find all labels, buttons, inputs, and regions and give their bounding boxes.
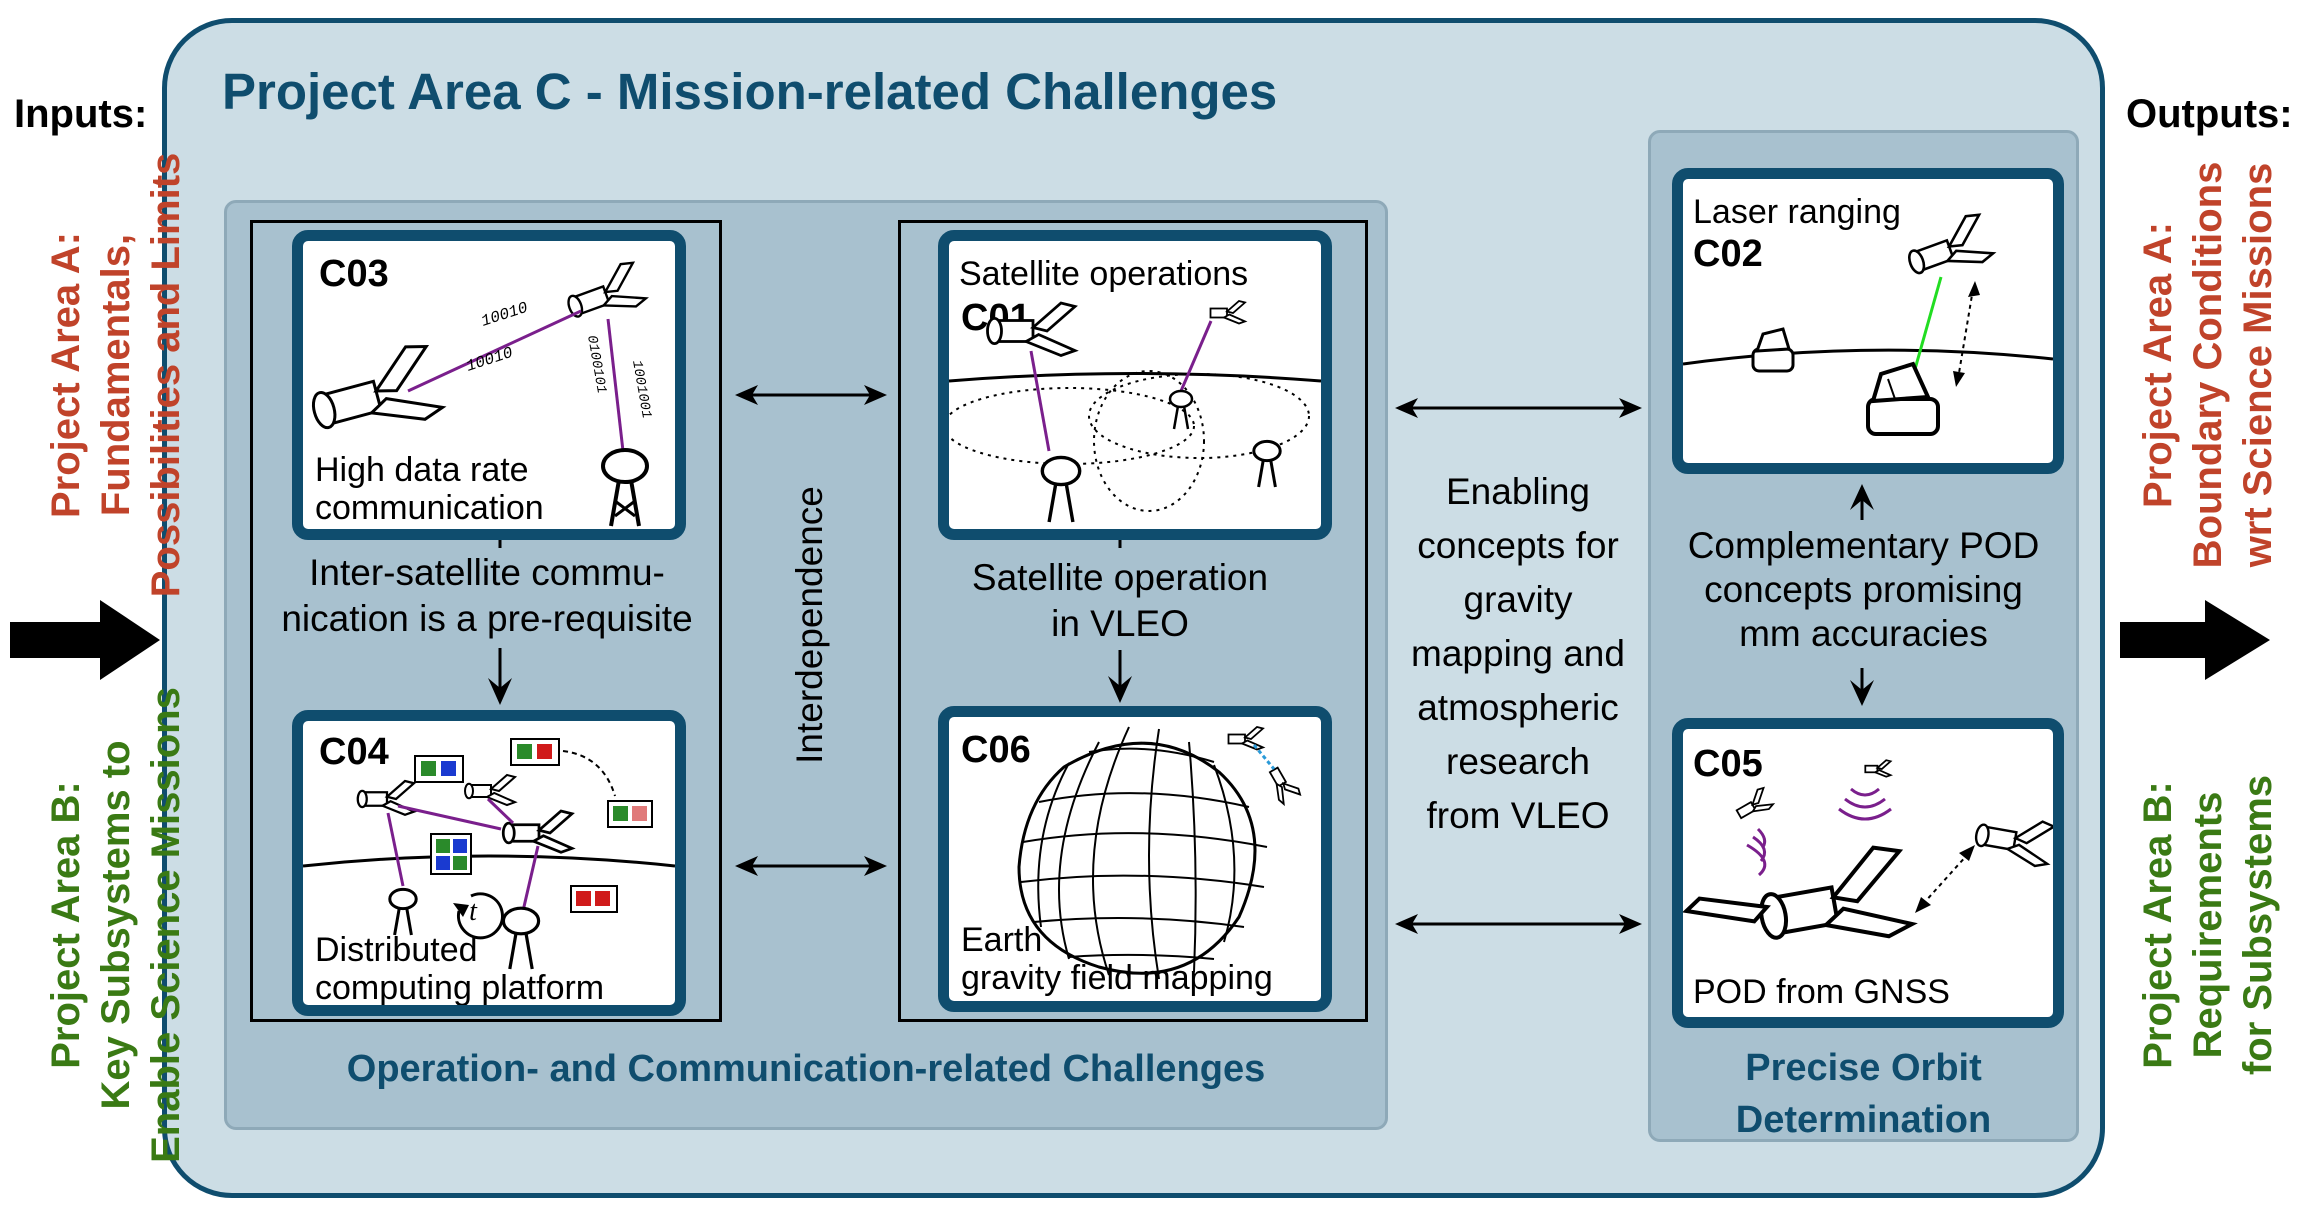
enabling-concepts-text: Enabling concepts for gravity mapping an…	[1388, 465, 1648, 843]
satellite-icon	[1908, 213, 1997, 275]
double-arrow-icon	[1395, 398, 1642, 418]
gnss-satellite-icon	[1864, 759, 1893, 778]
satellite-icon	[1227, 726, 1266, 751]
c06-illustration	[1017, 726, 1302, 980]
gnss-satellite-icon	[1735, 786, 1776, 820]
enabling-line-1: Enabling	[1445, 471, 1590, 512]
c03-c04-connector-line-1: Inter-satellite commu-	[309, 552, 665, 593]
laser-station-icon	[1751, 327, 1795, 373]
panel-c01: Satellite operations C01	[938, 230, 1332, 540]
c01-c06-connector-line-2: in VLEO	[1051, 603, 1189, 644]
double-arrow-icon	[735, 856, 887, 876]
panel-c04-caption: Distributed computing platform	[315, 931, 605, 1007]
panel-c06-code: C06	[961, 729, 1031, 771]
panel-c04: C04	[292, 710, 686, 1016]
c04-illustration: t	[303, 738, 675, 970]
pod-group-label-line-1: Precise Orbit	[1745, 1047, 1982, 1089]
enabling-line-2: concepts for	[1417, 525, 1619, 566]
panel-c03-caption-line-2: communication	[315, 489, 544, 527]
panel-c04-code: C04	[319, 731, 389, 773]
earth-globe-icon	[1017, 726, 1268, 980]
ground-station-icon	[1252, 439, 1282, 488]
panel-c04-caption-line-1: Distributed	[315, 931, 478, 969]
data-block-icon	[414, 755, 464, 783]
data-block-icon	[607, 800, 653, 828]
panel-c06-caption-line-2: gravity field mapping	[961, 959, 1273, 997]
signal-waves-icon	[1746, 787, 1892, 877]
c01-illustration	[949, 300, 1321, 523]
complementary-pod-text: Complementary POD concepts promising mm …	[1648, 524, 2079, 656]
enabling-line-6: research	[1446, 741, 1590, 782]
enabling-line-7: from VLEO	[1426, 795, 1610, 836]
data-block-icon	[430, 833, 472, 875]
satellite-icon	[567, 261, 649, 318]
panel-c06-caption: Earth gravity field mapping	[961, 921, 1273, 997]
data-block-icon	[570, 885, 618, 913]
panel-c03: C03 10010 10010 0100101 1001001	[292, 230, 686, 540]
panel-c04-caption-line-2: computing platform	[315, 969, 605, 1007]
ground-station-icon	[388, 887, 418, 936]
panel-c06-caption-line-1: Earth	[961, 921, 1043, 959]
pod-group-label-line-2: Determination	[1735, 1099, 1992, 1141]
ground-station-icon	[1168, 389, 1194, 430]
data-block-icon	[510, 738, 560, 766]
satellite-icon	[1974, 820, 2053, 868]
c01-c06-connector-text: Satellite operation in VLEO	[910, 555, 1330, 647]
satellite-icon	[986, 301, 1079, 357]
svg-text:t: t	[469, 896, 478, 927]
outputs-heading: Outputs:	[2126, 92, 2293, 136]
panel-c01-caption: Satellite operations	[959, 255, 1249, 293]
double-arrow-icon	[1395, 914, 1642, 934]
panel-c02-caption: Laser ranging	[1693, 193, 1901, 231]
panel-c05: C05	[1672, 718, 2064, 1028]
ground-station-icon	[1040, 455, 1082, 523]
operation-group-label: Operation- and Communication-related Cha…	[346, 1048, 1266, 1090]
pod-group-label: Precise Orbit Determination	[1648, 1042, 2079, 1146]
operation-frame	[898, 220, 1368, 1022]
c05-illustration	[1683, 759, 2053, 940]
panel-c05-code: C05	[1693, 743, 1763, 785]
enabling-line-3: gravity	[1463, 579, 1573, 620]
panel-c03-code: C03	[319, 253, 389, 295]
c03-c04-connector-text: Inter-satellite commu- nication is a pre…	[262, 550, 712, 642]
satellite-icon	[463, 773, 518, 807]
complementary-line-3: mm accuracies	[1739, 613, 1988, 654]
c02-illustration	[1683, 213, 2053, 436]
inputs-heading: Inputs:	[14, 92, 148, 136]
page-title: Project Area C - Mission-related Challen…	[222, 63, 1278, 120]
satellite-icon	[1268, 766, 1302, 807]
satellite-icon	[501, 809, 576, 854]
complementary-line-1: Complementary POD	[1687, 525, 2040, 566]
ground-station-icon	[501, 906, 541, 970]
satellite-icon	[1683, 845, 1918, 940]
satellite-icon	[311, 344, 447, 430]
panel-c02-code: C02	[1693, 233, 1763, 275]
communication-frame	[250, 220, 722, 1022]
enabling-line-4: mapping and	[1411, 633, 1625, 674]
panel-c03-caption-line-1: High data rate	[315, 451, 529, 489]
satellite-icon	[1209, 300, 1248, 325]
c01-c06-connector-line-1: Satellite operation	[971, 557, 1269, 598]
enabling-line-5: atmospheric	[1417, 687, 1619, 728]
complementary-line-2: concepts promising	[1704, 569, 2023, 610]
c03-illustration: 10010 10010 0100101 1001001	[311, 261, 654, 527]
ground-station-icon	[601, 448, 649, 527]
satellite-icon	[356, 779, 418, 816]
panel-c05-caption: POD from GNSS	[1693, 973, 1950, 1011]
laser-station-icon	[1866, 361, 1940, 436]
double-arrow-icon	[735, 385, 887, 405]
panel-c02: Laser ranging C02	[1672, 168, 2064, 474]
panel-c06: C06 Earth gravi	[938, 706, 1332, 1012]
panel-c03-caption: High data rate communication	[315, 451, 544, 527]
clock-cycle-icon: t	[453, 892, 504, 940]
c03-c04-connector-line-2: nication is a pre-requisite	[281, 598, 693, 639]
